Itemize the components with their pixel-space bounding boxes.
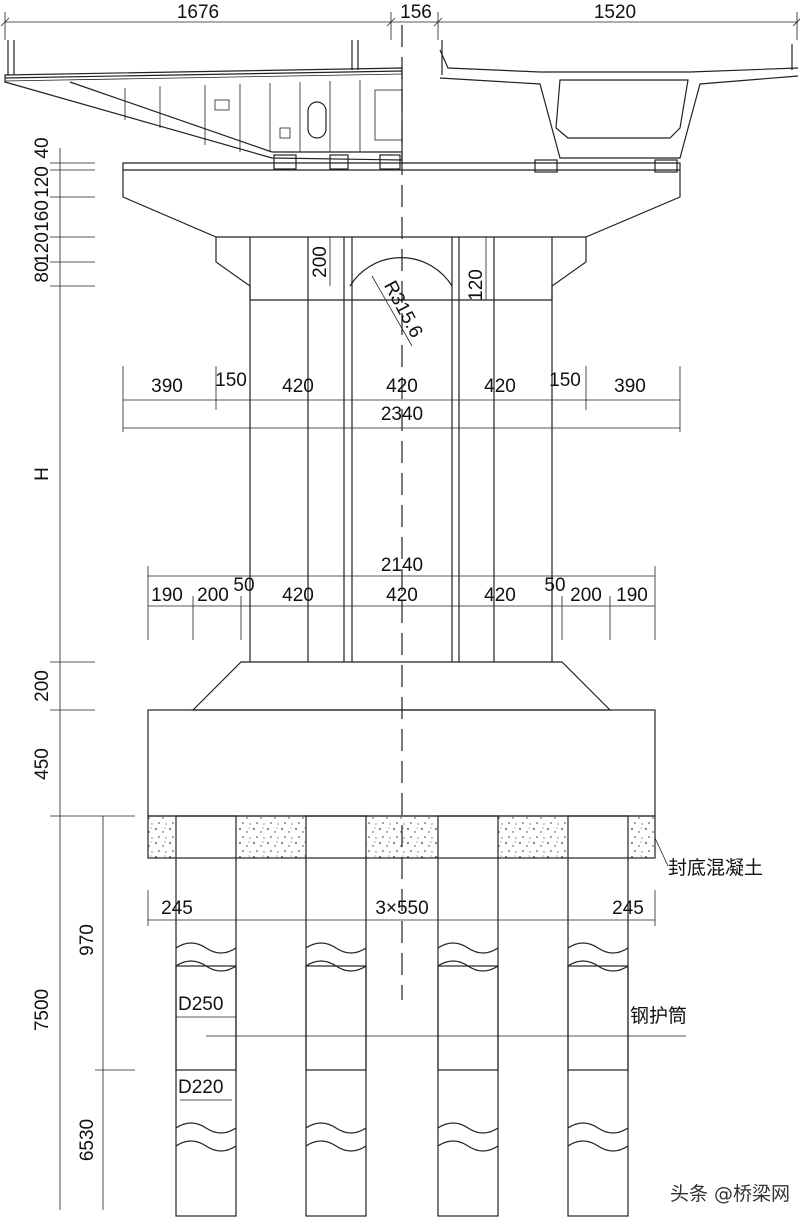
top-dim-left: 1676: [177, 2, 219, 23]
d250-label: D250: [178, 994, 223, 1015]
top-dim-middle: 156: [400, 2, 432, 23]
right-superstructure: [439, 49, 799, 173]
left-superstructure: [4, 67, 403, 161]
row1-dim-4: 420: [386, 376, 418, 397]
vdim-120-a: 120: [32, 166, 53, 198]
pile-1: [175, 815, 237, 1217]
top-dimension-line: [0, 12, 800, 40]
vdim-450: 450: [32, 748, 53, 780]
row2-dim-1: 190: [151, 585, 183, 606]
pile-right-dim: 245: [612, 898, 644, 919]
vdim-970: 970: [77, 924, 98, 956]
row1-dim-1: 390: [151, 376, 183, 397]
vdim-80: 80: [32, 261, 53, 282]
pile-mid-dim: 3×550: [375, 898, 428, 919]
inner-dim-lines: [329, 237, 487, 347]
pile-left-dim: 245: [161, 898, 193, 919]
row2-dim-2: 200: [197, 585, 229, 606]
seal-concrete-layer: [147, 815, 656, 859]
vdim-6530: 6530: [77, 1119, 98, 1161]
row1-dim-2: 150: [215, 370, 247, 391]
row2-dim-5: 420: [386, 585, 418, 606]
row2-dim-3: 50: [233, 575, 254, 596]
left-railing: [7, 40, 359, 75]
row2-dim-7: 50: [544, 575, 565, 596]
dim-row-2: [147, 566, 656, 640]
left-bearings: [273, 154, 401, 170]
top-dim-right: 1520: [594, 2, 636, 23]
vdim-160: 160: [32, 200, 53, 232]
left-vertical-dim-chain: [50, 148, 135, 1210]
row2-dim-6: 420: [484, 585, 516, 606]
steel-casing-note: 钢护筒: [630, 1005, 687, 1027]
dim-200-inner: 200: [310, 246, 331, 278]
row1-dim-6: 150: [549, 370, 581, 391]
row2-dim-9: 190: [616, 585, 648, 606]
pile-3: [437, 815, 499, 1217]
pile-4: [567, 815, 629, 1217]
watermark: 头条 @桥梁网: [670, 1183, 790, 1205]
total-low-dim: 2140: [381, 555, 423, 576]
radius-label: R315.6: [379, 277, 426, 341]
pile-2: [305, 815, 367, 1217]
pile-spacing-dim: [147, 890, 656, 926]
vdim-h: H: [32, 467, 53, 481]
total-top-dim: 2340: [381, 404, 423, 425]
row1-dim-5: 420: [484, 376, 516, 397]
seal-concrete-leader: [654, 837, 669, 867]
row2-dim-4: 420: [282, 585, 314, 606]
row1-dim-3: 420: [282, 376, 314, 397]
d220-label: D220: [178, 1077, 223, 1098]
arch-opening: [349, 257, 453, 287]
dim-120-inner: 120: [466, 269, 487, 301]
vdim-200: 200: [32, 670, 53, 702]
vdim-120-b: 120: [32, 232, 53, 264]
dim-row-1: [122, 366, 681, 432]
pier-columns: [249, 237, 553, 662]
vdim-40: 40: [32, 137, 53, 158]
seal-concrete-note: 封底混凝土: [668, 857, 763, 879]
right-railing: [441, 40, 793, 75]
row1-dim-7: 390: [614, 376, 646, 397]
row2-dim-8: 200: [570, 585, 602, 606]
vdim-7500: 7500: [32, 989, 53, 1031]
